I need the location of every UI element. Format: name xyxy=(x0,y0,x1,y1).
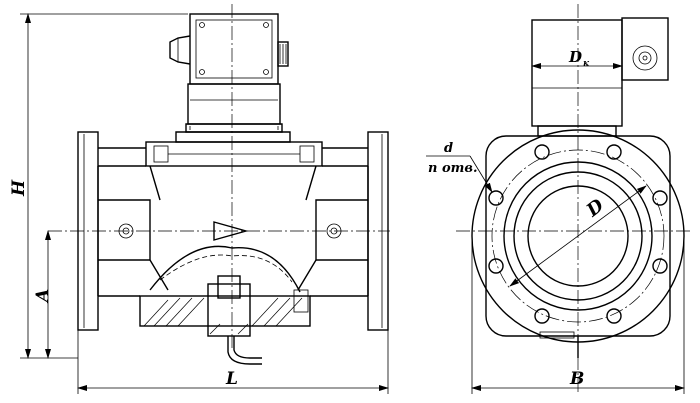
dimension-bolt-hole: d n отв. xyxy=(426,141,493,193)
side-view: D к D xyxy=(426,4,690,394)
valve-body xyxy=(97,147,369,296)
front-view: H A L xyxy=(9,4,390,394)
dimension-b-label: B xyxy=(569,369,584,389)
bolt-hole-diameter-label: d xyxy=(444,141,453,156)
solenoid-head xyxy=(169,13,289,85)
dimension-h-label: H xyxy=(9,179,29,197)
dimension-l-label: L xyxy=(225,369,238,389)
dimension-d-label: D xyxy=(582,195,608,222)
dimension-dk-subscript: к xyxy=(583,59,590,69)
valve-cover xyxy=(145,141,323,167)
coil-body xyxy=(175,83,291,143)
bottom-section xyxy=(98,275,368,365)
dimension-a: A xyxy=(33,230,53,359)
dimension-dk: D к xyxy=(531,48,623,69)
dimension-h: H xyxy=(9,13,188,359)
dimension-l: L xyxy=(77,330,389,394)
left-flange xyxy=(77,131,99,331)
dimension-dk-label: D xyxy=(568,48,582,66)
dimension-b: B xyxy=(471,236,685,394)
coil-housing-side xyxy=(531,17,669,137)
right-flange xyxy=(367,131,389,331)
dimension-a-label: A xyxy=(33,289,53,304)
bolt-hole-count-label: n отв. xyxy=(428,161,477,176)
